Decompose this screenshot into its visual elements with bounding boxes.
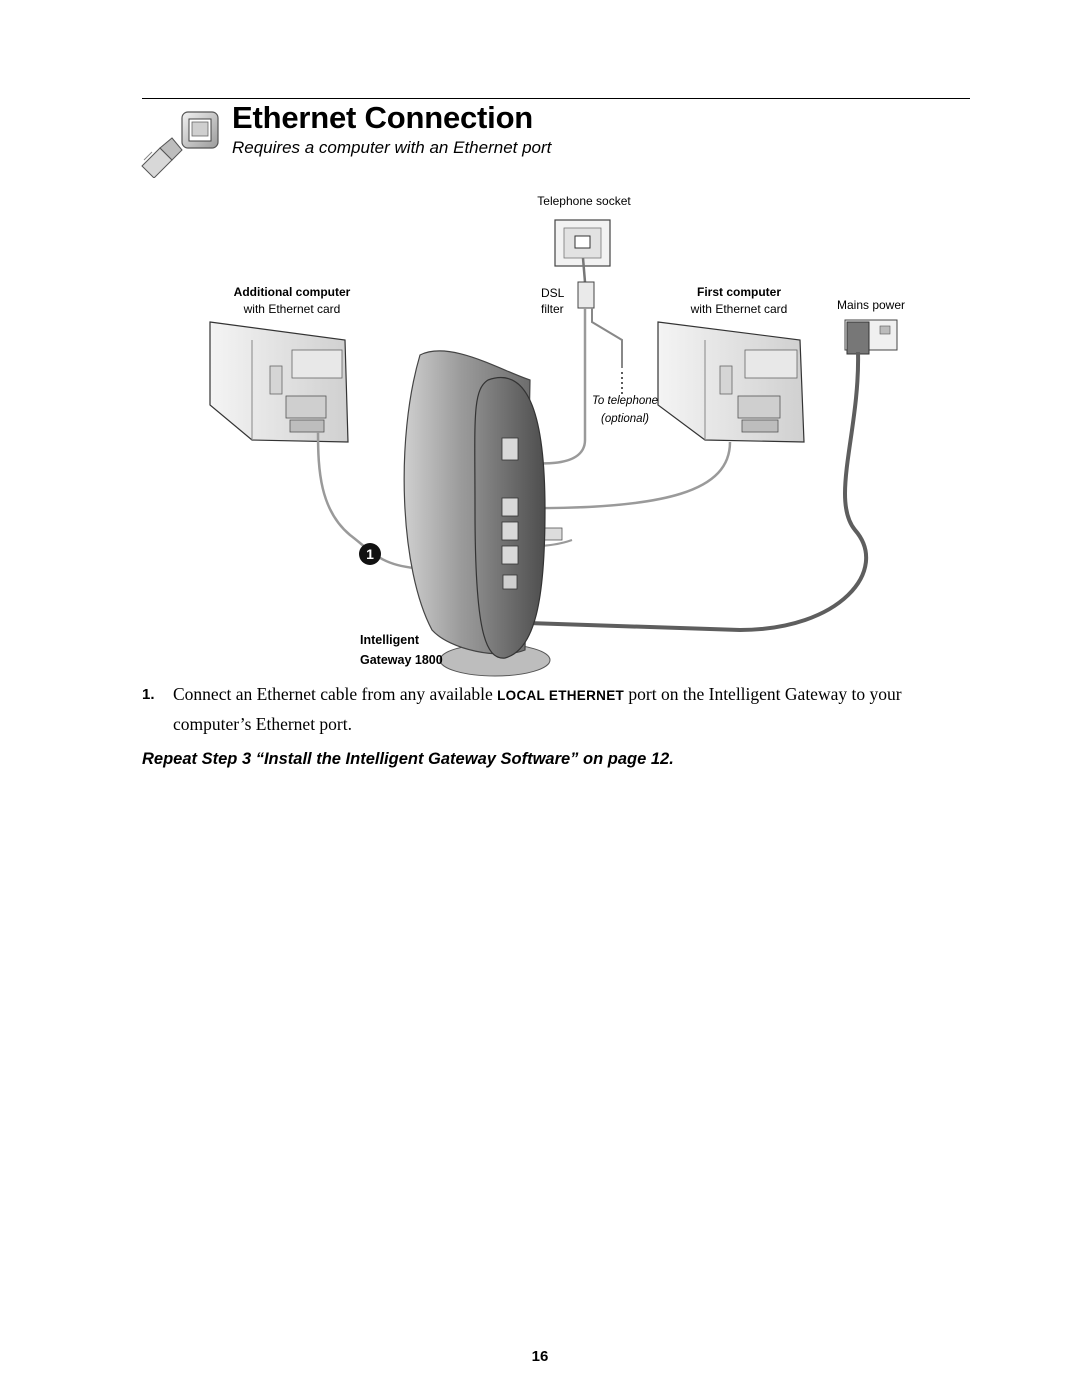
- repeat-step-note: Repeat Step 3 “Install the Intelligent G…: [142, 750, 674, 768]
- dsl-label-line1: DSL: [541, 286, 565, 300]
- dsl-filter-icon: [577, 281, 595, 309]
- additional-computer-title: Additional computer: [234, 285, 351, 299]
- first-computer-icon: [657, 321, 805, 443]
- header-rule: [142, 98, 970, 99]
- page-title: Ethernet Connection: [232, 100, 534, 135]
- gateway-label-line2: Gateway 1800: [360, 653, 443, 667]
- step-1: 1. Connect an Ethernet cable from any av…: [142, 680, 962, 739]
- connection-diagram: Telephone socket DSL filter To telephone…: [209, 194, 905, 677]
- dsl-label-line2: filter: [541, 302, 564, 316]
- ethernet-plug-icon: [141, 111, 219, 178]
- to-telephone-label-line2: (optional): [601, 413, 649, 425]
- callout-1-badge: [359, 543, 381, 565]
- local-ethernet-port-name: LOCAL ETHERNET: [497, 688, 625, 703]
- step-1-text: Connect an Ethernet cable from any avail…: [173, 680, 962, 739]
- telephone-socket-label: Telephone socket: [537, 194, 631, 208]
- mains-power-socket-icon: [844, 319, 898, 355]
- gateway-label-line1: Intelligent: [360, 633, 420, 647]
- first-computer-title: First computer: [697, 285, 781, 299]
- first-computer-subtitle: with Ethernet card: [690, 302, 788, 316]
- step-1-text-after: port on the Intelligent Gateway to your …: [173, 684, 902, 734]
- intelligent-gateway-icon: [403, 350, 551, 677]
- additional-computer-subtitle: with Ethernet card: [243, 302, 341, 316]
- step-number: 1.: [142, 686, 155, 703]
- step-1-text-before: Connect an Ethernet cable from any avail…: [173, 684, 498, 704]
- to-telephone-label-line1: To telephone: [592, 395, 658, 407]
- additional-computer-icon: [209, 321, 349, 443]
- callout-1-number: 1: [366, 546, 374, 562]
- page-subtitle: Requires a computer with an Ethernet por…: [232, 138, 552, 157]
- mains-power-label: Mains power: [837, 298, 905, 312]
- page-number: 16: [531, 1348, 549, 1365]
